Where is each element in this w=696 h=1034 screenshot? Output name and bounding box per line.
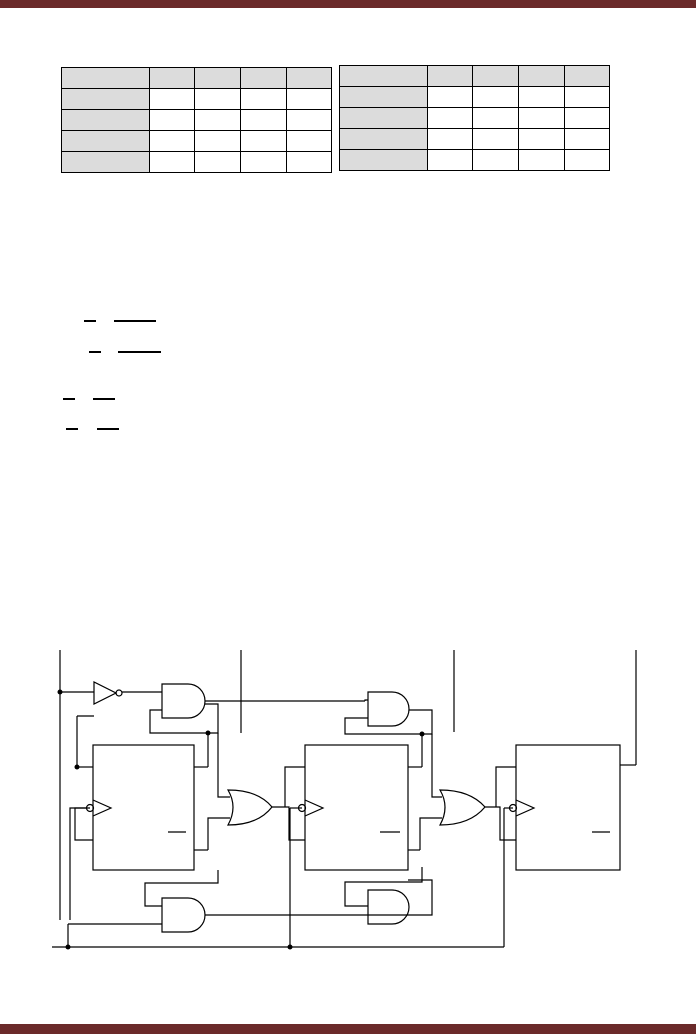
overbar [66, 428, 78, 430]
table-cell [194, 130, 241, 152]
table-cell [194, 109, 241, 131]
overbar [84, 320, 96, 322]
table-cell [472, 149, 519, 171]
table-cell [149, 109, 195, 131]
table-row [61, 88, 332, 110]
and-gate-icon [161, 683, 206, 719]
truth-table-right [339, 65, 610, 171]
flip-flop-1 [92, 744, 195, 871]
table-cell [339, 65, 428, 87]
table-cell [61, 109, 150, 131]
table-cell [472, 128, 519, 150]
junction-dots [57, 689, 425, 950]
table-cell [286, 151, 332, 173]
logic-circuit-diagram [52, 650, 637, 950]
table-cell [61, 151, 150, 173]
overbar [63, 398, 75, 400]
table-row [61, 109, 332, 131]
table-row [339, 149, 610, 171]
table-cell [564, 86, 610, 108]
table-cell [286, 130, 332, 152]
overbar [89, 351, 101, 353]
table-cell [472, 107, 519, 129]
table-cell [427, 86, 473, 108]
table-cell [339, 107, 428, 129]
table-cell [149, 67, 195, 89]
table-cell [240, 88, 287, 110]
table-cell [518, 107, 565, 129]
table-cell [194, 88, 241, 110]
overbar [114, 320, 156, 322]
wires [52, 650, 637, 948]
overbar [97, 428, 119, 430]
table-cell [61, 88, 150, 110]
table-row [339, 107, 610, 129]
table-cell [427, 149, 473, 171]
table-cell [518, 128, 565, 150]
table-cell [564, 149, 610, 171]
table-cell [149, 151, 195, 173]
table-row [339, 128, 610, 150]
table-cell [240, 130, 287, 152]
table-cell [240, 67, 287, 89]
table-cell [339, 86, 428, 108]
overbar [93, 398, 115, 400]
table-row [61, 130, 332, 152]
table-cell [518, 65, 565, 87]
table-row [339, 86, 610, 108]
table-cell [194, 67, 241, 89]
table-cell [286, 88, 332, 110]
table-cell [286, 109, 332, 131]
or-gate-icon [226, 789, 273, 826]
table-row [339, 65, 610, 87]
table-cell [518, 149, 565, 171]
overbar [118, 351, 161, 353]
table-cell [61, 67, 150, 89]
table-cell [472, 65, 519, 87]
and-gate-icon [367, 889, 410, 925]
table-row [61, 67, 332, 89]
table-cell [194, 151, 241, 173]
or-gate-icon [438, 789, 486, 826]
not-gate-icon [93, 681, 123, 705]
table-cell [564, 128, 610, 150]
table-cell [149, 130, 195, 152]
header-band [0, 0, 696, 8]
clock-input-icon [508, 799, 536, 817]
table-cell [564, 65, 610, 87]
table-cell [149, 88, 195, 110]
truth-table-left [61, 67, 332, 173]
clock-input-icon [297, 799, 325, 817]
table-cell [518, 86, 565, 108]
table-row [61, 151, 332, 173]
table-cell [61, 130, 150, 152]
table-cell [427, 107, 473, 129]
table-cell [564, 107, 610, 129]
footer-band [0, 1024, 696, 1034]
table-cell [339, 128, 428, 150]
table-cell [286, 67, 332, 89]
table-cell [472, 86, 519, 108]
table-cell [427, 65, 473, 87]
table-cell [240, 151, 287, 173]
clock-input-icon [85, 799, 113, 817]
and-gate-icon [161, 897, 206, 933]
and-gate-icon [367, 691, 410, 727]
table-cell [427, 128, 473, 150]
table-cell [240, 109, 287, 131]
table-cell [339, 149, 428, 171]
